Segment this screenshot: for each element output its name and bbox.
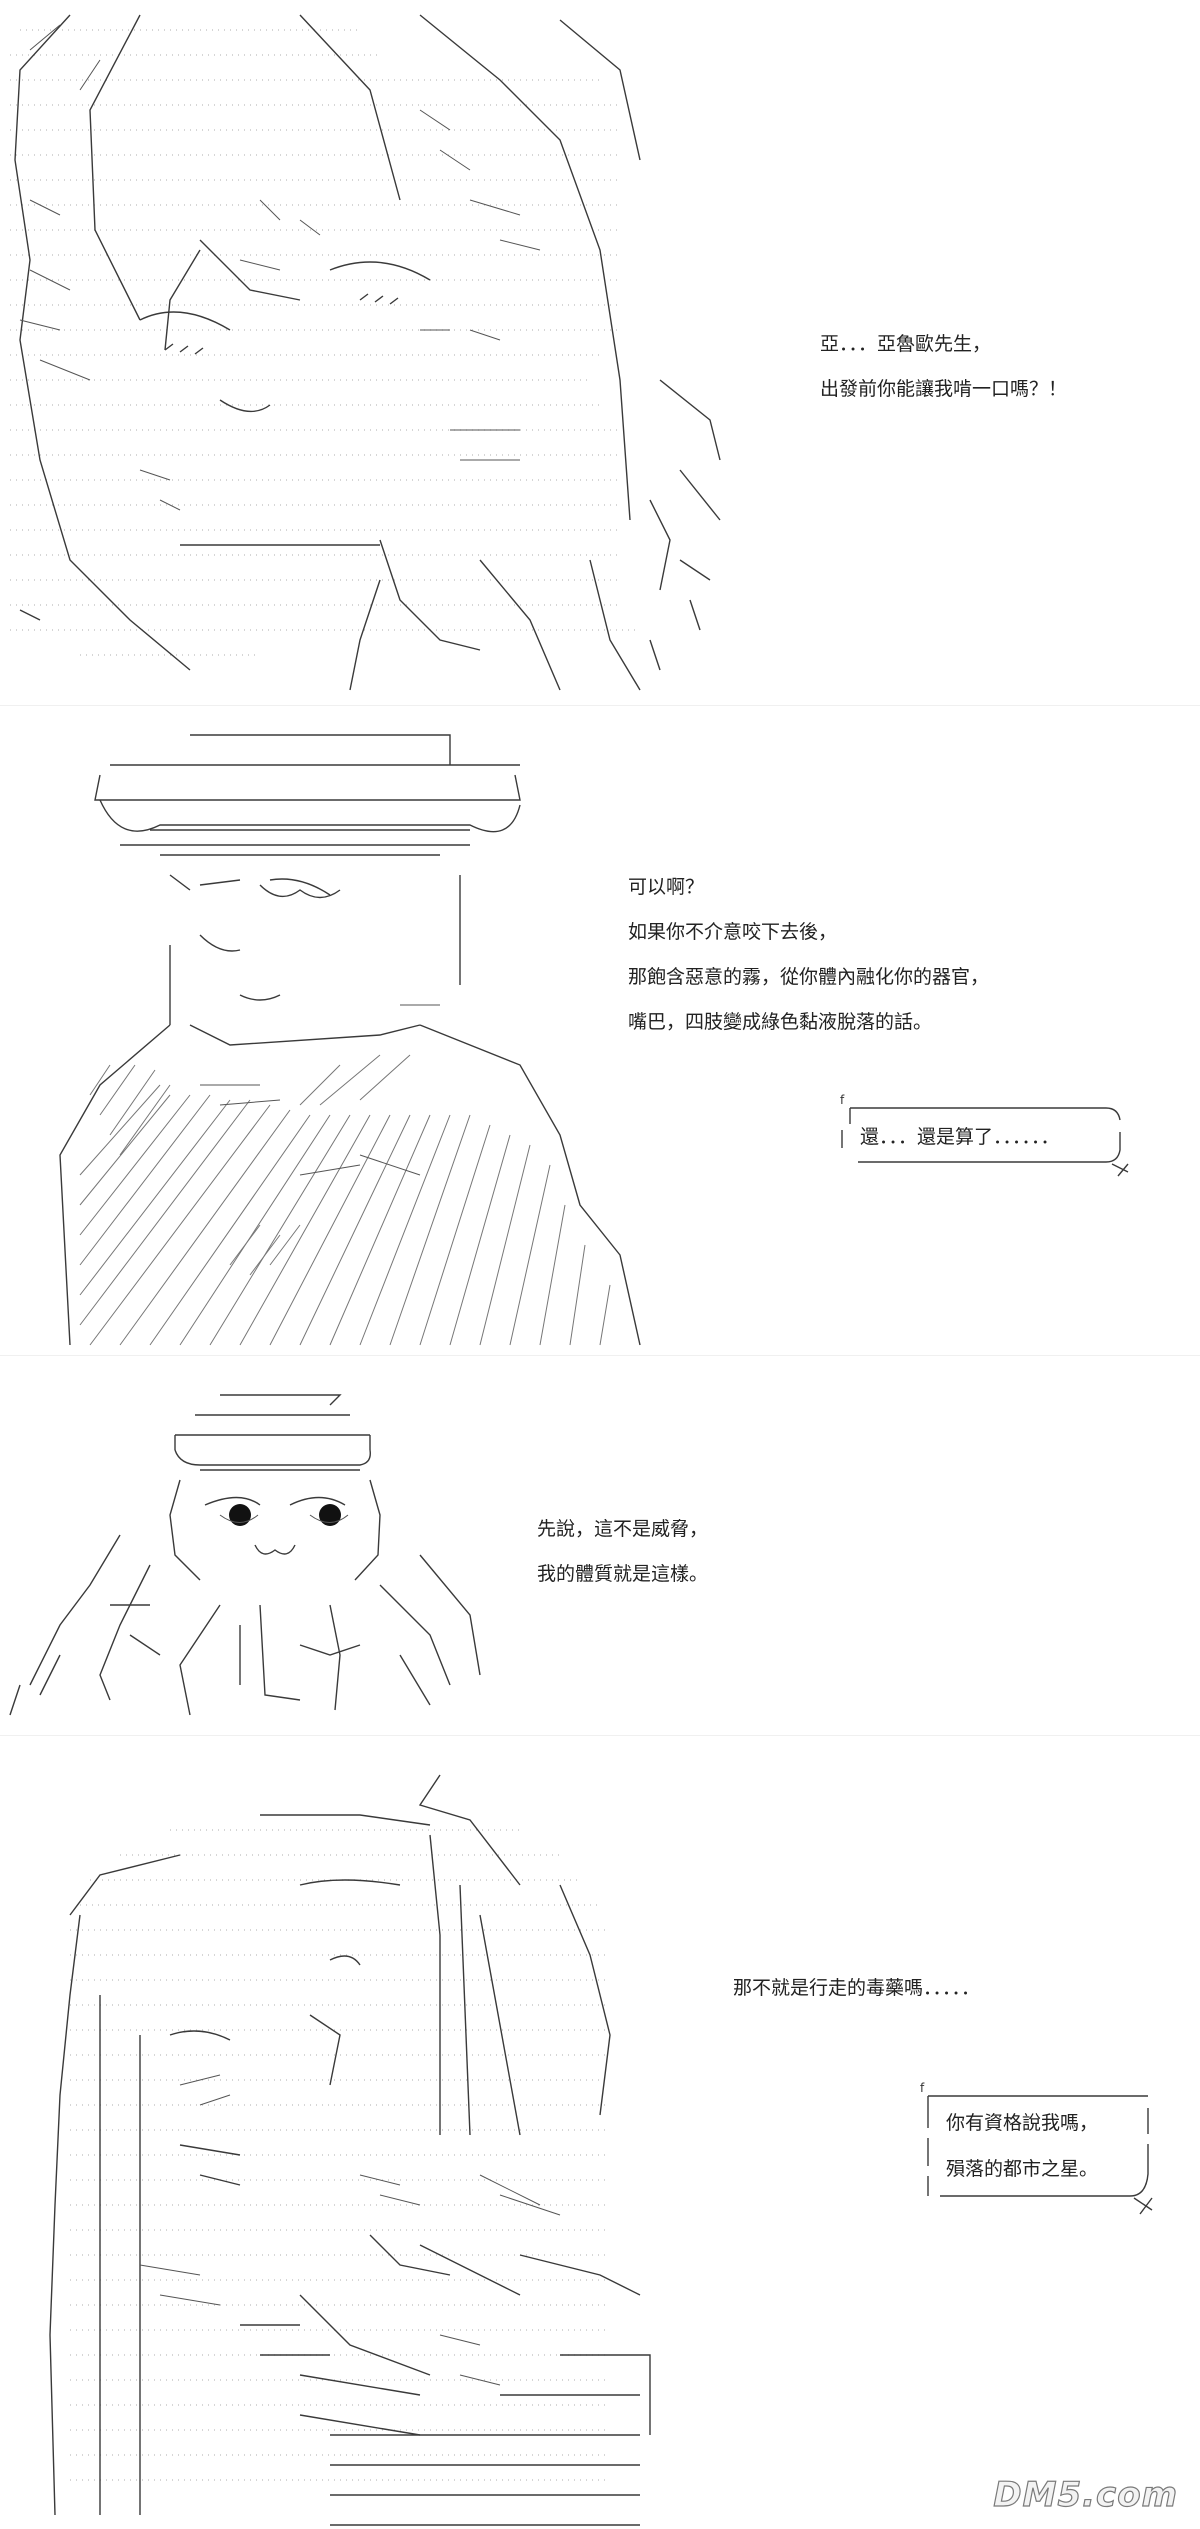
dialog-line: 那不就是行走的毒藥嗎．．．．． <box>733 1977 981 1999</box>
dialog-line: 如果你不介意咬下去後， <box>628 921 838 943</box>
dialog-line: 亞．．．亞魯歐先生， <box>820 333 992 355</box>
dialog-line: 出發前你能讓我啃一口嗎？！ <box>820 378 1068 400</box>
speech-bubble: f 還．．．還是算了．．．．．． <box>838 1090 1138 1180</box>
bubble-text: 還．．．還是算了．．．．．． <box>860 1126 1060 1148</box>
panel-divider <box>0 1735 1200 1736</box>
panel-4: 那不就是行走的毒藥嗎．．．．． f 你有資格說我嗎， 殞落的都市之星。 DM5.… <box>0 1735 1200 2529</box>
dialog-line: 可以啊？ <box>628 876 705 898</box>
panel-3: 先說，這不是威脅， 我的體質就是這樣。 <box>0 1355 1200 1735</box>
ascii-art-girl-closeup <box>0 0 780 700</box>
bubble-frame: f <box>920 2081 1153 2215</box>
panel-1: 亞．．．亞魯歐先生， 出發前你能讓我啃一口嗎？！ <box>0 0 1200 700</box>
ascii-art-hat-character-smiling <box>0 1355 520 1735</box>
dialog-line: 先說，這不是威脅， <box>537 1518 709 1540</box>
panel-divider <box>0 1355 1200 1356</box>
panel-3-dialog: 先說，這不是威脅， 我的體質就是這樣。 <box>537 1507 708 1597</box>
speech-bubble: f 你有資格說我嗎， 殞落的都市之星。 <box>920 2078 1170 2218</box>
svg-text:f: f <box>840 1093 845 1107</box>
dialog-line: 我的體質就是這樣。 <box>537 1563 709 1585</box>
panel-2: 可以啊？ 如果你不介意咬下去後， 那飽含惡意的霧，從你體內融化你的器官， 嘴巴，… <box>0 705 1200 1355</box>
bubble-text: 你有資格說我嗎， <box>946 2112 1099 2134</box>
dialog-line: 那飽含惡意的霧，從你體內融化你的器官， <box>628 966 990 988</box>
panel-divider <box>0 705 1200 706</box>
bubble-text: 殞落的都市之星。 <box>946 2158 1099 2180</box>
panel-1-dialog: 亞．．．亞魯歐先生， 出發前你能讓我啃一口嗎？！ <box>820 322 1067 412</box>
eye-right <box>319 1504 341 1526</box>
svg-text:f: f <box>920 2081 925 2095</box>
site-watermark: DM5.com <box>993 2474 1178 2515</box>
panel-4-dialog: 那不就是行走的毒藥嗎．．．．． <box>733 1966 980 2011</box>
bubble-frame: f <box>840 1093 1129 1177</box>
dialog-line: 嘴巴，四肢變成綠色黏液脫落的話。 <box>628 1011 933 1033</box>
panel-2-dialog: 可以啊？ 如果你不介意咬下去後， 那飽含惡意的霧，從你體內融化你的器官， 嘴巴，… <box>628 865 989 1045</box>
ascii-art-hat-figure-hatched <box>0 705 700 1355</box>
ascii-art-long-hair-figure <box>0 1735 680 2529</box>
eye-left <box>229 1504 251 1526</box>
